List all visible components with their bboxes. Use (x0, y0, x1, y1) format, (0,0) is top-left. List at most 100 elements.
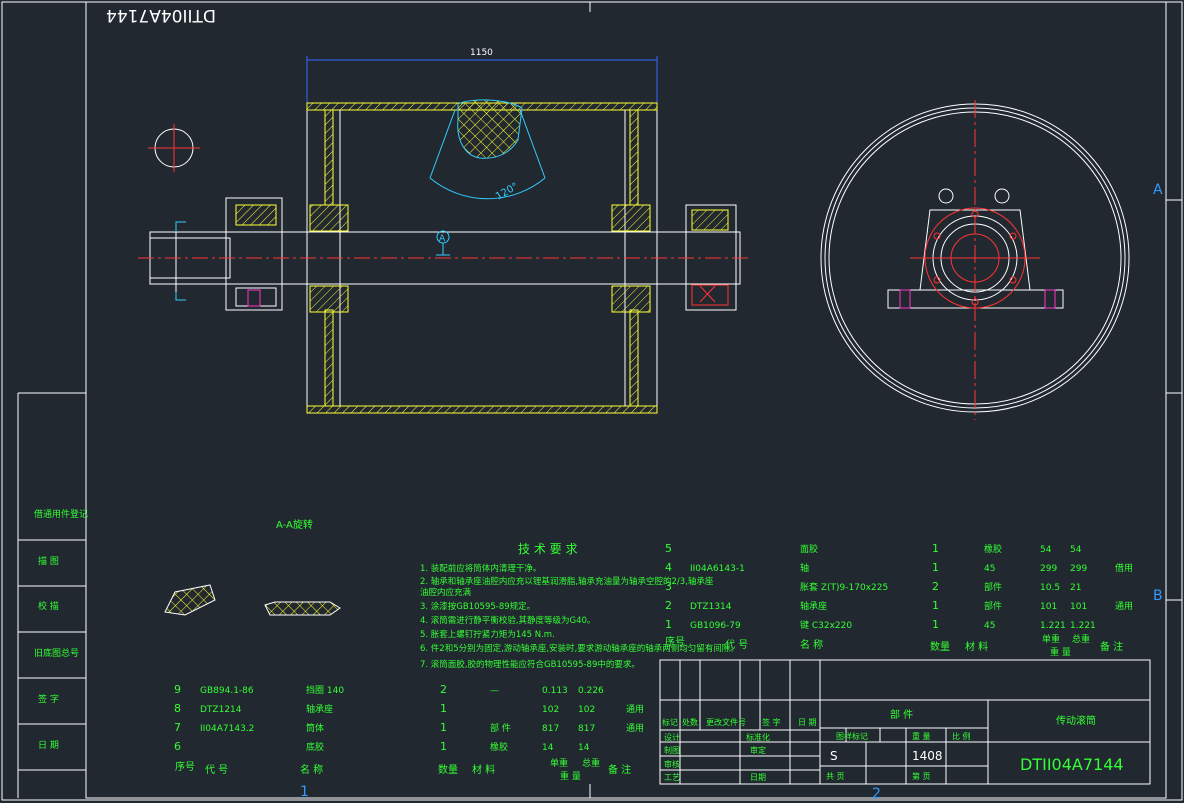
bom-right-qty: 1 (932, 542, 939, 555)
bom-left-total: 0.226 (578, 686, 604, 696)
angle-label: 120° (494, 181, 520, 203)
bom-left-header-qty: 数量 (438, 763, 458, 776)
tb-signature: 签 字 (762, 717, 781, 727)
bom-right-header-name: 名 称 (800, 638, 823, 651)
title-block: 标记 处数 更改文件号 签 字 日 期 设计 标准化 制图 审定 审核 工艺 日… (662, 708, 1124, 782)
column-number-2: 2 (872, 786, 881, 802)
bom-right-header-mat: 材 料 (965, 640, 988, 653)
bom-right-code: GB1096-79 (690, 621, 741, 631)
bom-left-note: 通用 (626, 704, 644, 715)
bom-right-no: 5 (665, 542, 672, 555)
tb-weight-label: 重 量 (912, 731, 931, 741)
tb-standard: 标准化 (746, 732, 770, 742)
bom-left-header-total: 总重 (582, 757, 600, 769)
bom-left-header-note: 备 注 (608, 763, 631, 776)
tb-date-col: 日 期 (798, 718, 817, 727)
bom-left-mat: — (490, 686, 499, 696)
bom-right-note: 借用 (1115, 562, 1133, 574)
bom-right-name: 轴 (800, 562, 809, 574)
bom-left-code: II04A7143.2 (200, 724, 254, 734)
tb-stage-value: S (830, 749, 838, 763)
bom-right-total: 101 (1070, 602, 1087, 612)
bom-left-qty: 1 (440, 721, 447, 734)
bom-left-header-weight: 重 量 (560, 770, 581, 782)
tb-change-doc: 更改文件号 (706, 717, 746, 727)
tb-count: 处数 (682, 717, 698, 727)
bom-left-header-unit: 单重 (550, 757, 568, 769)
tech-item-6: 5. 胀套上螺钉拧紧力矩为145 N.m. (420, 629, 555, 640)
tb-review: 审定 (750, 745, 766, 755)
section-title: A-A旋转 (276, 518, 313, 531)
bom-right-unit: 10.5 (1040, 583, 1060, 593)
bom-right-code: DTZ1314 (690, 602, 732, 612)
tech-requirements: 技 术 要 求 1. 装配前应将筒体内清理干净。 2. 轴承和轴承座油腔内应充以… (420, 542, 739, 670)
tech-item-1: 1. 装配前应将筒体内清理干净。 (420, 563, 541, 574)
zone-label-a: A (1153, 182, 1163, 198)
tb-sheets-total: 共 页 (826, 772, 845, 781)
tech-item-3: 油腔内应充满 (420, 587, 472, 598)
bom-right-no: 4 (665, 561, 672, 574)
pulley-end-view (820, 100, 1130, 420)
bom-right-code: II04A6143-1 (690, 564, 745, 574)
mirrored-code-group: DTII04A7144 (106, 5, 216, 25)
bom-right-no: 2 (665, 599, 672, 612)
tech-item-2: 2. 轴承和轴承座油腔内应充以锂基润滑脂,轴承充油量为轴承空腔的2/3,轴承座 (420, 576, 714, 587)
bom-right-mat: 45 (984, 564, 995, 574)
tb-sheet-no: 第 页 (912, 771, 931, 781)
bom-right-total: 1.221 (1070, 621, 1096, 631)
tech-item-7: 6. 件2和5分别为固定,游动轴承座,安装时,要求游动轴承座的轴承两侧均匀留有间… (420, 643, 739, 654)
bom-right-unit: 299 (1040, 564, 1057, 574)
bom-left-qty: 1 (440, 702, 447, 715)
strip-label-6: 日 期 (38, 740, 59, 751)
tb-draw: 制图 (664, 745, 680, 755)
tb-part-type: 部 件 (890, 708, 913, 721)
bom-left-total: 102 (578, 705, 595, 715)
mirrored-code: DTII04A7144 (106, 5, 216, 25)
bom-left-no: 9 (174, 683, 181, 696)
strip-label-2: 描 图 (38, 555, 59, 567)
bom-left-code: DTZ1214 (200, 705, 242, 715)
bom-left-qty: 1 (440, 740, 447, 753)
tb-process: 工艺 (664, 773, 680, 782)
bom-right-mat: 部件 (984, 600, 1002, 612)
strip-label-5: 签 字 (38, 693, 59, 705)
dimension-length-label: 1150 (470, 48, 493, 58)
bom-left-name: 挡圈 140 (306, 684, 344, 696)
bom-right-mat: 部件 (984, 581, 1002, 593)
bom-left-unit: 817 (542, 724, 559, 734)
bom-right-unit: 54 (1040, 545, 1052, 555)
tech-item-8: 7. 滚筒面胶,胶的物理性能应符合GB10595-89中的要求。 (420, 659, 640, 670)
tb-design: 设计 (664, 732, 680, 742)
bom-right-header-no: 序号 (665, 635, 685, 648)
section-detail (164, 584, 341, 616)
tb-drawing-no: DTII04A7144 (1020, 755, 1124, 774)
zone-label-b: B (1153, 588, 1163, 604)
tb-weight-value: 1408 (912, 749, 943, 763)
left-strip: 借通用件登记 描 图 校 描 旧底图总号 签 字 日 期 (34, 508, 88, 751)
tb-stage-mark: 图样标记 (836, 731, 868, 741)
section-marker: A (439, 234, 446, 244)
bom-left-code: GB894.1-86 (200, 686, 254, 696)
bom-right-qty: 1 (932, 599, 939, 612)
bom-right-name: 胀套 Z(T)9-170x225 (800, 581, 888, 593)
bom-left-name: 轴承座 (306, 703, 333, 715)
left-strip-lines (18, 539, 86, 771)
column-number-1: 1 (300, 784, 309, 800)
strip-label-3: 校 描 (38, 600, 59, 612)
tb-scale-label: 比 例 (952, 731, 971, 741)
bom-left-total: 14 (578, 743, 590, 753)
bom-left-header-code: 代 号 (205, 764, 228, 776)
bom-right-no: 1 (665, 618, 672, 631)
tb-part-name: 传动滚筒 (1056, 714, 1096, 727)
bom-right-header: 序号 代 号 名 称 数量 材 料 单重 总重 重 量 备 注 (665, 633, 1123, 658)
bom-left-no: 7 (174, 721, 181, 734)
tb-mark: 标记 (662, 717, 678, 727)
bom-left-header-no: 序号 (175, 760, 195, 773)
bom-left-qty: 2 (440, 683, 447, 696)
bom-right-qty: 1 (932, 618, 939, 631)
bom-left-header: 序号 代 号 名 称 数量 材 料 单重 总重 重 量 备 注 (175, 757, 631, 782)
